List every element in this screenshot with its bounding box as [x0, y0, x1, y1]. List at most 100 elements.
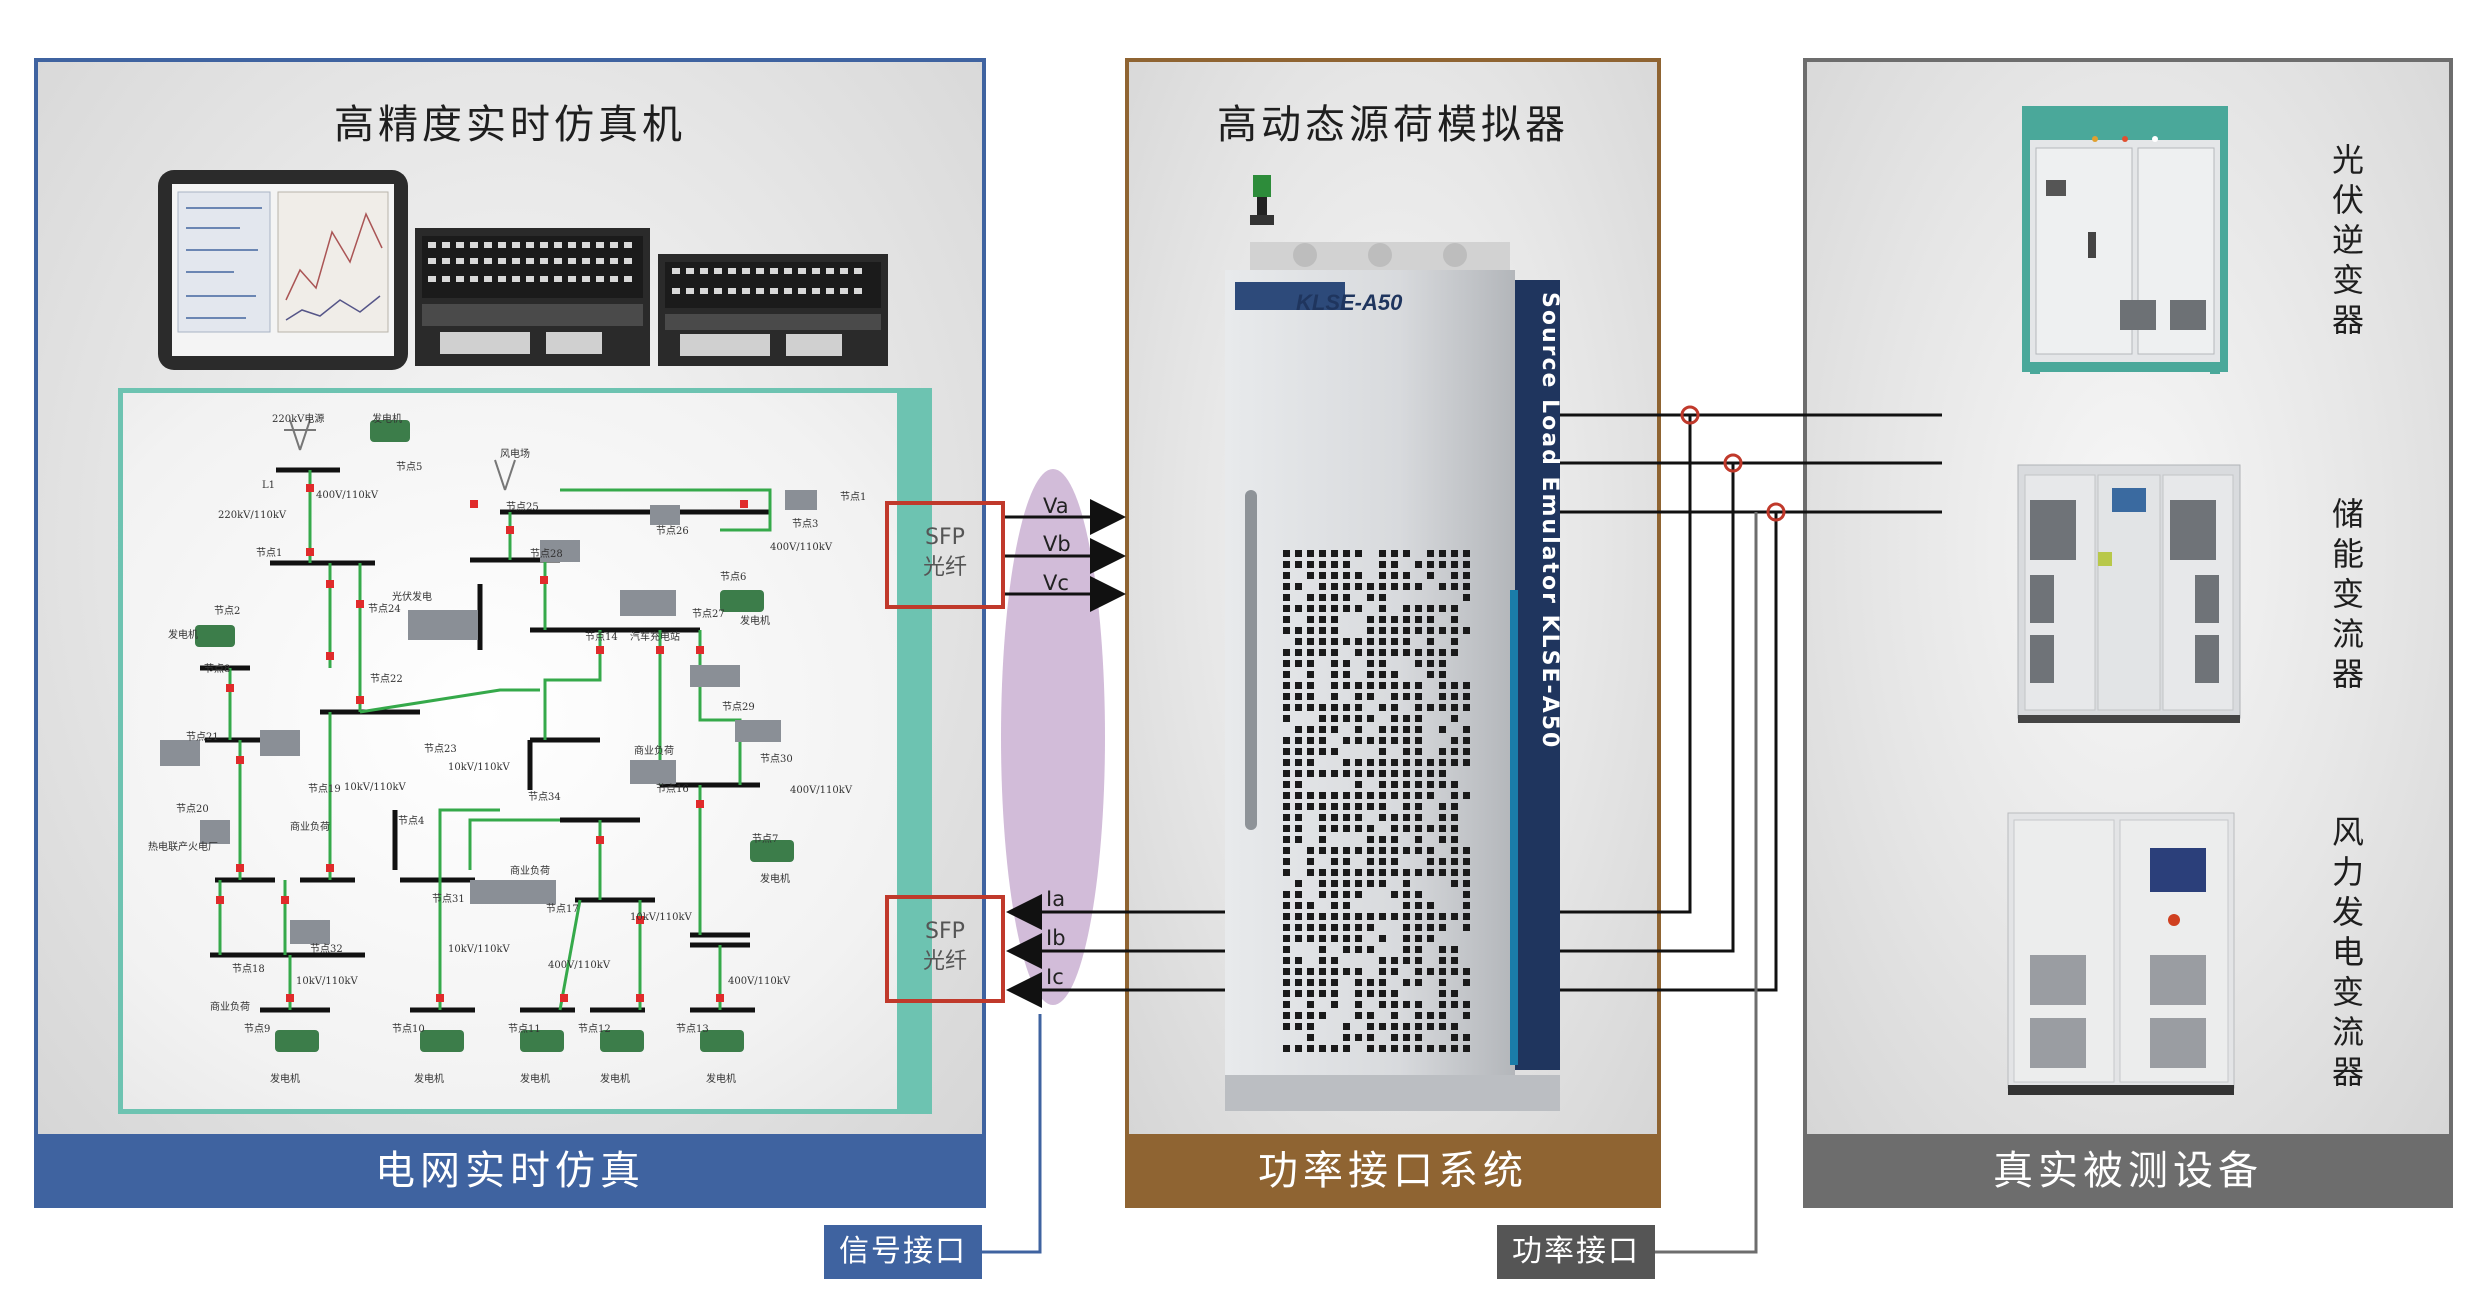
vent-hole: [1427, 968, 1434, 975]
grid-diagram-accent: [897, 388, 932, 1114]
vent-hole: [1331, 957, 1338, 964]
vent-hole: [1355, 693, 1362, 700]
vent-hole: [1439, 671, 1446, 678]
vent-hole: [1439, 924, 1446, 931]
vent-hole: [1355, 825, 1362, 832]
vent-hole: [1307, 1023, 1314, 1030]
vent-hole: [1463, 693, 1470, 700]
grid-label: 节点14: [585, 632, 618, 643]
vent-hole: [1283, 627, 1290, 634]
grid-label: 220kV电源: [272, 414, 325, 425]
grid-label: 节点2: [214, 606, 241, 617]
vent-hole: [1415, 946, 1422, 953]
vent-hole: [1331, 979, 1338, 986]
vent-hole: [1331, 1001, 1338, 1008]
vent-hole: [1319, 990, 1326, 997]
vent-hole: [1295, 627, 1302, 634]
vent-hole: [1439, 550, 1446, 557]
vent-hole: [1319, 869, 1326, 876]
vent-hole: [1463, 1001, 1470, 1008]
vent-hole: [1451, 561, 1458, 568]
vent-hole: [1295, 737, 1302, 744]
vent-hole: [1451, 748, 1458, 755]
vent-hole: [1463, 572, 1470, 579]
power-interface-line: [1655, 512, 1758, 1254]
vent-hole: [1331, 891, 1338, 898]
vent-hole: [1343, 605, 1350, 612]
vent-hole: [1403, 616, 1410, 623]
vent-hole: [1367, 594, 1374, 601]
vent-hole: [1427, 902, 1434, 909]
vent-hole: [1463, 682, 1470, 689]
sfp-label: SFP: [925, 525, 965, 550]
vent-hole: [1403, 770, 1410, 777]
vent-hole: [1331, 990, 1338, 997]
vent-hole: [1307, 770, 1314, 777]
vent-hole: [1415, 693, 1422, 700]
vent-hole: [1319, 550, 1326, 557]
vent-hole: [1391, 682, 1398, 689]
vent-hole: [1367, 693, 1374, 700]
grid-label: 节点17: [546, 904, 579, 915]
vent-hole: [1379, 880, 1386, 887]
vent-hole: [1355, 803, 1362, 810]
vent-hole: [1403, 935, 1410, 942]
grid-label: 节点11: [508, 1024, 541, 1035]
vent-hole: [1463, 737, 1470, 744]
vent-hole: [1283, 869, 1290, 876]
vent-hole: [1343, 1045, 1350, 1052]
vent-hole: [1367, 770, 1374, 777]
vent-hole: [1463, 726, 1470, 733]
vent-hole: [1319, 561, 1326, 568]
left-panel-footer: 电网实时仿真: [34, 1134, 986, 1208]
emulator-model-label: KLSE-A50: [1296, 290, 1403, 315]
vent-hole: [1295, 660, 1302, 667]
vent-hole: [1391, 847, 1398, 854]
grid-label: 400V/110kV: [316, 490, 379, 501]
vent-hole: [1331, 715, 1338, 722]
vent-hole: [1283, 572, 1290, 579]
grid-label: 节点16: [656, 784, 689, 795]
vent-hole: [1343, 869, 1350, 876]
vent-hole: [1415, 968, 1422, 975]
vent-hole: [1451, 880, 1458, 887]
vent-hole: [1295, 792, 1302, 799]
vent-hole: [1283, 737, 1290, 744]
vent-hole: [1403, 572, 1410, 579]
vent-hole: [1343, 583, 1350, 590]
vent-hole: [1451, 715, 1458, 722]
vent-hole: [1427, 792, 1434, 799]
vent-hole: [1283, 671, 1290, 678]
grid-label: 发电机: [740, 616, 770, 627]
vent-hole: [1343, 858, 1350, 865]
transmission-tower-icons: [284, 419, 516, 491]
vent-hole: [1427, 605, 1434, 612]
middle-panel-title: 高动态源荷模拟器: [1217, 102, 1569, 148]
vent-hole: [1295, 990, 1302, 997]
vent-hole: [1355, 1034, 1362, 1041]
vent-hole: [1403, 682, 1410, 689]
vent-hole: [1343, 913, 1350, 920]
breakers: [216, 484, 748, 1002]
vent-hole: [1403, 825, 1410, 832]
vent-hole: [1367, 649, 1374, 656]
vent-hole: [1343, 968, 1350, 975]
vent-hole: [1283, 902, 1290, 909]
vent-hole: [1439, 1045, 1446, 1052]
grid-label: 发电机: [706, 1074, 736, 1085]
vent-hole: [1379, 913, 1386, 920]
vent-hole: [1427, 770, 1434, 777]
vent-hole: [1319, 935, 1326, 942]
vent-hole: [1451, 836, 1458, 843]
vent-hole: [1307, 649, 1314, 656]
vent-hole: [1379, 781, 1386, 788]
grid-label: 商业负荷: [510, 866, 550, 877]
signal-ia: Ia: [1046, 887, 1066, 911]
vent-hole: [1463, 902, 1470, 909]
vent-hole: [1379, 858, 1386, 865]
vent-hole: [1367, 583, 1374, 590]
vent-hole: [1391, 1023, 1398, 1030]
grid-label: 节点19: [308, 784, 341, 795]
grid-label: 发电机: [414, 1074, 444, 1085]
vent-hole: [1439, 759, 1446, 766]
